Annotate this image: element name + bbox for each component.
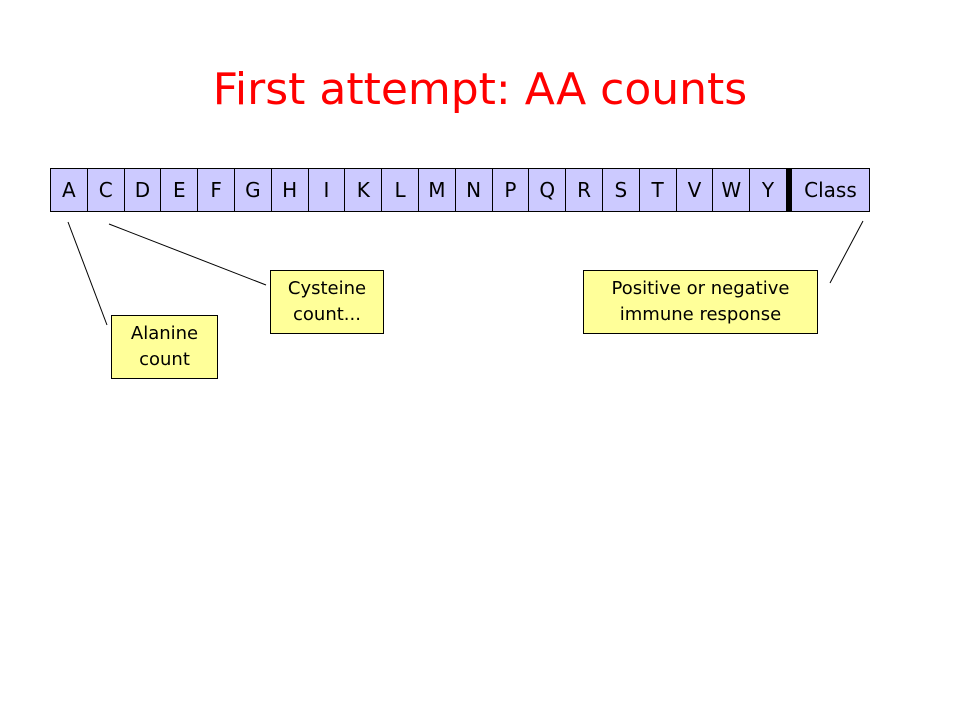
- aa-cell-l: L: [382, 169, 419, 211]
- aa-cell-c: C: [87, 169, 125, 211]
- aa-cell-a: A: [51, 169, 88, 211]
- aa-cell-m: M: [418, 169, 456, 211]
- aa-cell-k: K: [345, 169, 383, 211]
- aa-cell-h: H: [271, 169, 309, 211]
- alanine-count-note: Alanine count: [111, 315, 218, 379]
- aa-cell-r: R: [566, 169, 603, 211]
- aa-cell-s: S: [602, 169, 640, 211]
- aa-cell-f: F: [198, 169, 235, 211]
- slide-title: First attempt: AA counts: [212, 64, 748, 115]
- aa-cell-e: E: [161, 169, 199, 211]
- cysteine-count-note: Cysteine count...: [270, 270, 384, 334]
- aa-cell-n: N: [455, 169, 493, 211]
- class-cell: Class: [791, 169, 870, 211]
- aa-cell-q: Q: [529, 169, 567, 211]
- aa-cell-i: I: [308, 169, 346, 211]
- class-response-note: Positive or negative immune response: [583, 270, 818, 334]
- aa-cell-t: T: [639, 169, 677, 211]
- aa-cell-w: W: [713, 169, 751, 211]
- class-divider: [786, 169, 792, 211]
- cysteine-connector-line: [108, 223, 267, 286]
- aa-cell-p: P: [492, 169, 530, 211]
- aa-cell-g: G: [234, 169, 272, 211]
- aa-cell-d: D: [124, 169, 162, 211]
- alanine-connector-line: [67, 221, 108, 326]
- aa-cell-v: V: [676, 169, 714, 211]
- aa-cell-y: Y: [750, 169, 787, 211]
- class-connector-line: [829, 220, 864, 284]
